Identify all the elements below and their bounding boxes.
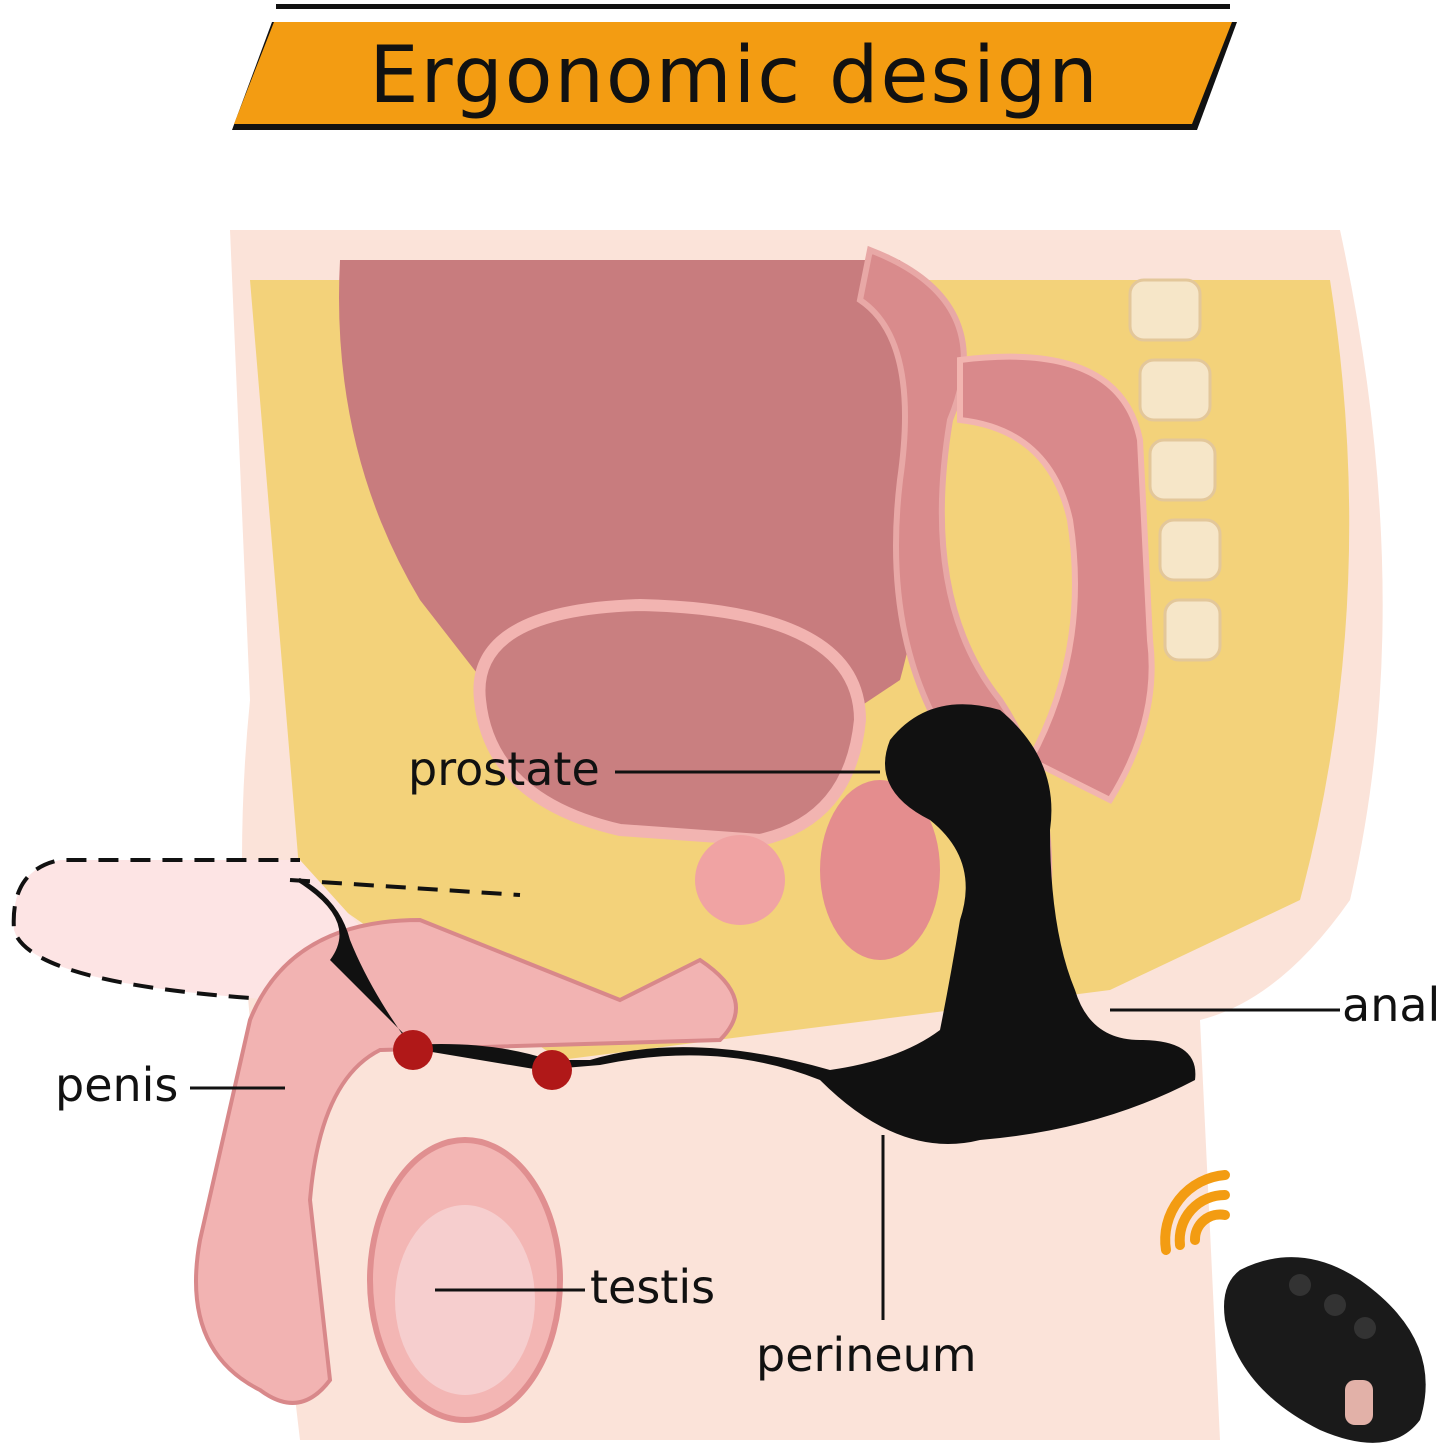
- wireless-signal-icon: [1160, 1170, 1230, 1255]
- label-penis: penis: [55, 1058, 179, 1112]
- rectum: [957, 353, 1155, 804]
- penis-shape: [194, 917, 738, 1405]
- testis-shape: [395, 1205, 535, 1395]
- title-banner: [232, 22, 1237, 130]
- bladder: [473, 598, 867, 847]
- leader-lines: [190, 770, 1340, 1320]
- top-rule: [276, 4, 1230, 9]
- remote-control-icon: [1224, 1257, 1426, 1443]
- label-anal: anal: [1342, 978, 1441, 1032]
- spine: [1128, 278, 1222, 662]
- prostate-gland: [695, 835, 785, 925]
- page-title: Ergonomic design: [369, 31, 1100, 121]
- device: [295, 704, 1196, 1144]
- seminal-vesicle: [820, 780, 940, 960]
- label-prostate: prostate: [408, 742, 600, 796]
- label-perineum: perineum: [756, 1328, 977, 1382]
- label-testis: testis: [590, 1260, 716, 1314]
